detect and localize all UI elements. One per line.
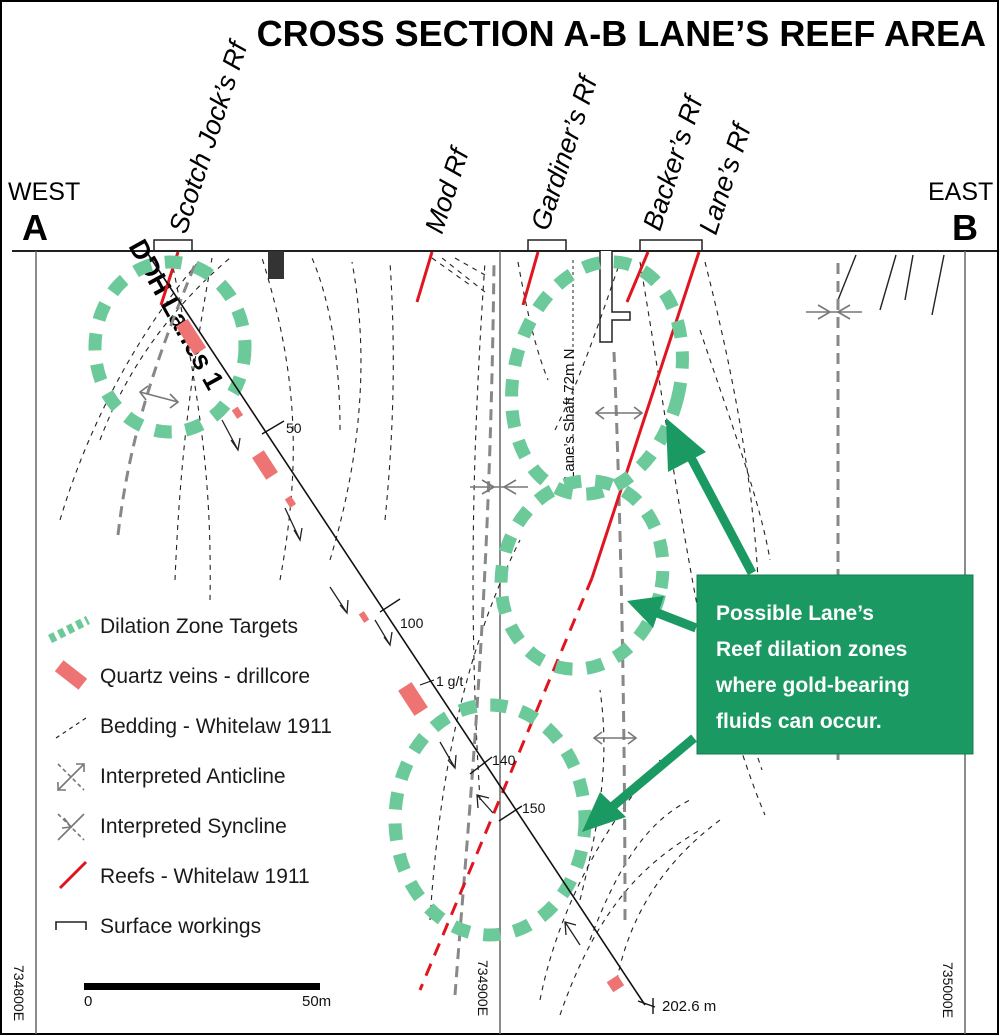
legend-item-quartz: Quartz veins - drillcore [54, 660, 310, 690]
reef-label-mod: Mod Rf [419, 142, 475, 236]
shaft-label: Lane’s Shaft 72m N [561, 349, 578, 480]
reef-mod [415, 251, 434, 303]
scale-bar-end: 50m [302, 993, 331, 1010]
depth-label-140: 140 [492, 752, 516, 768]
scale-bar-bar [84, 983, 320, 990]
quartz-icon [54, 660, 88, 690]
legend-label-quartz: Quartz veins - drillcore [100, 665, 310, 688]
facing-arrows [221, 419, 581, 946]
dilation-icon [47, 615, 91, 644]
syncline-icon [57, 813, 85, 841]
dilation-zone-backers [505, 255, 689, 501]
easting-label-735000: 735000E [940, 962, 956, 1018]
quartz-veins-drillcore [175, 318, 625, 993]
depth-label-50: 50 [286, 420, 302, 436]
legend-item-dilation: Dilation Zone Targets [47, 615, 298, 644]
legend-item-reef: Reefs - Whitelaw 1911 [58, 860, 310, 890]
surface-workings [153, 239, 703, 250]
syncline-symbol-east [806, 304, 862, 320]
section-title: CROSS SECTION A-B LANE’S REEF AREA [257, 13, 986, 54]
quartz-vein-1 [175, 318, 207, 356]
assay-leader [419, 679, 435, 686]
syncline-symbol-centre [470, 479, 528, 495]
callout-line-1: Possible Lane’s [716, 602, 874, 625]
dilation-zone-scotch-jocks [88, 255, 252, 439]
east-label: EAST [928, 178, 993, 206]
quartz-vein-5 [358, 611, 370, 623]
syncline-axis-centre [453, 261, 496, 996]
legend-label-reef: Reefs - Whitelaw 1911 [100, 865, 310, 888]
callout-line-2: Reef dilation zones [716, 638, 907, 661]
quartz-vein-7 [606, 975, 625, 993]
depth-label-100: 100 [400, 615, 424, 631]
anticline-symbol-deep [592, 731, 638, 745]
anticline-axis-west [116, 261, 198, 536]
callout-arrow-middle [627, 596, 698, 633]
reef-label-lanes: Lane’s Rf [693, 118, 757, 238]
reef-lanes [590, 251, 701, 579]
drillhole-depth-ticks [261, 420, 656, 1014]
easting-label-734800: 734800E [11, 965, 27, 1021]
fold-symbols [138, 304, 862, 745]
assay-label: 1 g/t [436, 673, 463, 689]
quartz-vein-2 [231, 406, 244, 419]
callout-box [696, 574, 974, 755]
callout-arrows [582, 418, 756, 832]
legend: Dilation Zone Targets Quartz veins - dri… [47, 615, 332, 938]
dilation-zone-lanes-mid [494, 474, 670, 676]
scale-bar: 0 50m [84, 983, 331, 1010]
dilation-callout: Possible Lane’s Reef dilation zones wher… [696, 574, 974, 755]
reefs-whitelaw [159, 251, 701, 991]
legend-label-anticline: Interpreted Anticline [100, 765, 286, 788]
reef-backers [625, 251, 650, 303]
lanes-shaft [599, 251, 631, 343]
legend-label-surface-workings: Surface workings [100, 915, 261, 938]
quartz-vein-4 [284, 495, 297, 508]
section-end-b: B [952, 207, 978, 248]
reef-lanes-projected [418, 577, 594, 991]
west-label: WEST [8, 178, 80, 206]
legend-label-bedding: Bedding - Whitelaw 1911 [100, 715, 332, 738]
surface-working-lanes [639, 239, 703, 250]
reef-icon [58, 860, 88, 890]
reef-gardiners [521, 251, 540, 306]
anticline-symbol-shaft [594, 406, 644, 420]
scale-bar-start: 0 [84, 993, 92, 1010]
section-end-a: A [22, 207, 48, 248]
surface-working-scotch-jocks [153, 239, 193, 250]
dilation-zone-lanes-deep [388, 698, 592, 942]
quartz-vein-6 [398, 682, 428, 716]
callout-line-3: where gold-bearing [715, 674, 910, 697]
legend-item-syncline: Interpreted Syncline [57, 813, 287, 841]
legend-item-anticline: Interpreted Anticline [57, 763, 286, 791]
reef-label-gardiners: Gardiner’s Rf [525, 70, 604, 233]
surface-structure-block [268, 251, 284, 279]
bedding-lines [59, 257, 771, 1016]
surface-workings-icon [55, 921, 87, 930]
depth-label-150: 150 [522, 800, 546, 816]
callout-arrow-upper [666, 418, 756, 576]
anticline-icon [57, 763, 85, 791]
callout-arrow-lower [582, 734, 697, 832]
bedding-icon [55, 717, 87, 739]
anticline-axis-shaft [612, 351, 627, 921]
east-bedding-solid [837, 254, 945, 316]
callout-line-4: fluids can occur. [716, 710, 882, 733]
drillhole-trace [147, 253, 646, 1006]
legend-label-dilation: Dilation Zone Targets [100, 615, 298, 638]
surface-working-gardiners [527, 239, 567, 250]
legend-label-syncline: Interpreted Syncline [100, 815, 287, 838]
anticline-symbol-west [138, 385, 180, 409]
quartz-vein-3 [252, 450, 278, 480]
dilation-zone-targets [88, 255, 689, 942]
easting-label-734900: 734900E [475, 960, 491, 1016]
reef-label-scotch-jocks: Scotch Jock’s Rf [163, 36, 254, 237]
legend-item-bedding: Bedding - Whitelaw 1911 [55, 715, 332, 739]
depth-label-eoh: 202.6 m [662, 998, 716, 1015]
legend-item-surface-workings: Surface workings [55, 915, 261, 938]
